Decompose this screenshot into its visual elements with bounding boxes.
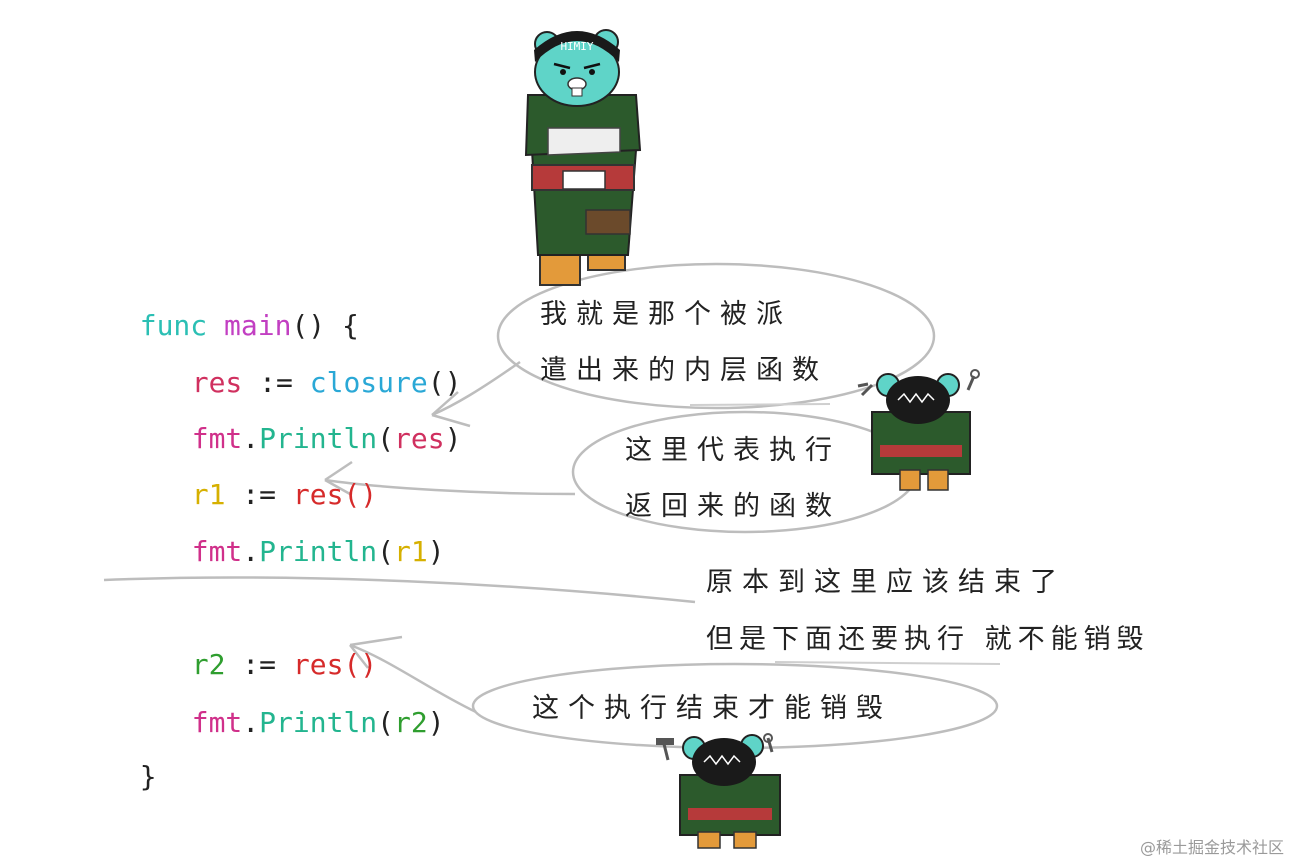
code-token: } (139, 760, 157, 793)
bubble2-text-line1: 这里代表执行 (625, 435, 841, 466)
bubble1-text-line2: 遣出来的内层函数 (540, 355, 828, 386)
code-token: Println (259, 706, 378, 739)
arrow-to-res-call-2 (349, 643, 477, 714)
code-token: Println (259, 535, 378, 568)
code-token: . (242, 422, 260, 455)
code-token: ) (427, 706, 445, 739)
mascot-small-1 (857, 369, 980, 491)
arrow-to-println-res (431, 360, 521, 417)
watermark: @稀土掘金技术社区 (1140, 838, 1285, 857)
code-token: := (225, 648, 293, 681)
code-token: res (394, 422, 445, 455)
code-token: func (139, 309, 208, 342)
code-line-println-r1: fmt.Println(r1) (158, 510, 445, 566)
mascot-small-2 (656, 733, 781, 849)
code-token: r1 (394, 535, 428, 568)
mascot-headband-text: HIMIY (560, 40, 593, 53)
code-token: closure (309, 366, 428, 399)
code-token: fmt (191, 422, 243, 455)
code-token: res (191, 366, 243, 399)
code-token (207, 309, 224, 342)
code-line-println-res: fmt.Println(res) (158, 397, 462, 455)
arrow-head-res-call-1 (324, 460, 353, 496)
code-token: () { (291, 309, 359, 342)
code-line-r1-res: r1 := res() (158, 453, 377, 509)
bubble3-text: 这个执行结束才能销毁 (532, 693, 892, 724)
arrow-to-res-call-1 (324, 478, 576, 496)
code-token: . (242, 535, 260, 568)
code-token: . (242, 706, 260, 739)
code-token: ) (427, 535, 445, 568)
free-text-line2: 但是下面还要执行 就不能销毁 (706, 624, 1150, 655)
code-token: ( (377, 422, 395, 455)
code-line-res-closure: res := closure() (158, 341, 462, 399)
code-token: main (224, 309, 292, 342)
code-token: := (242, 366, 310, 399)
bubble1-text-line1: 我就是那个被派 (540, 299, 792, 330)
code-token: := (225, 478, 293, 511)
bubble2-text-line2: 返回来的函数 (625, 491, 841, 522)
speech-bubble-inner-function (496, 262, 936, 410)
code-token: res() (292, 478, 378, 511)
divider-short-line (774, 661, 1001, 665)
code-line-println-r2: fmt.Println(r2) (158, 681, 445, 737)
code-token: r2 (191, 648, 226, 681)
code-token: ( (377, 535, 395, 568)
code-token: r2 (394, 706, 428, 739)
code-token: ( (377, 706, 395, 739)
code-token: res() (292, 648, 378, 681)
arrow-head-res-call-2 (349, 635, 403, 669)
code-token: fmt (191, 706, 243, 739)
divider-line (103, 576, 696, 604)
arrow-head-println-res (431, 391, 471, 428)
code-line-closing-brace: } (106, 735, 157, 791)
code-token: fmt (191, 535, 243, 568)
bubble-underline (689, 403, 831, 406)
code-token: ) (444, 422, 462, 455)
code-token: () (427, 366, 462, 399)
code-line-func-main: func main() { (106, 284, 359, 340)
code-line-r2-res: r2 := res() (158, 623, 377, 679)
mascot-large: HIMIY (524, 29, 642, 286)
code-token: r1 (191, 478, 226, 511)
free-text-line1: 原本到这里应该结束了 (706, 567, 1066, 598)
code-token: Println (259, 422, 378, 455)
